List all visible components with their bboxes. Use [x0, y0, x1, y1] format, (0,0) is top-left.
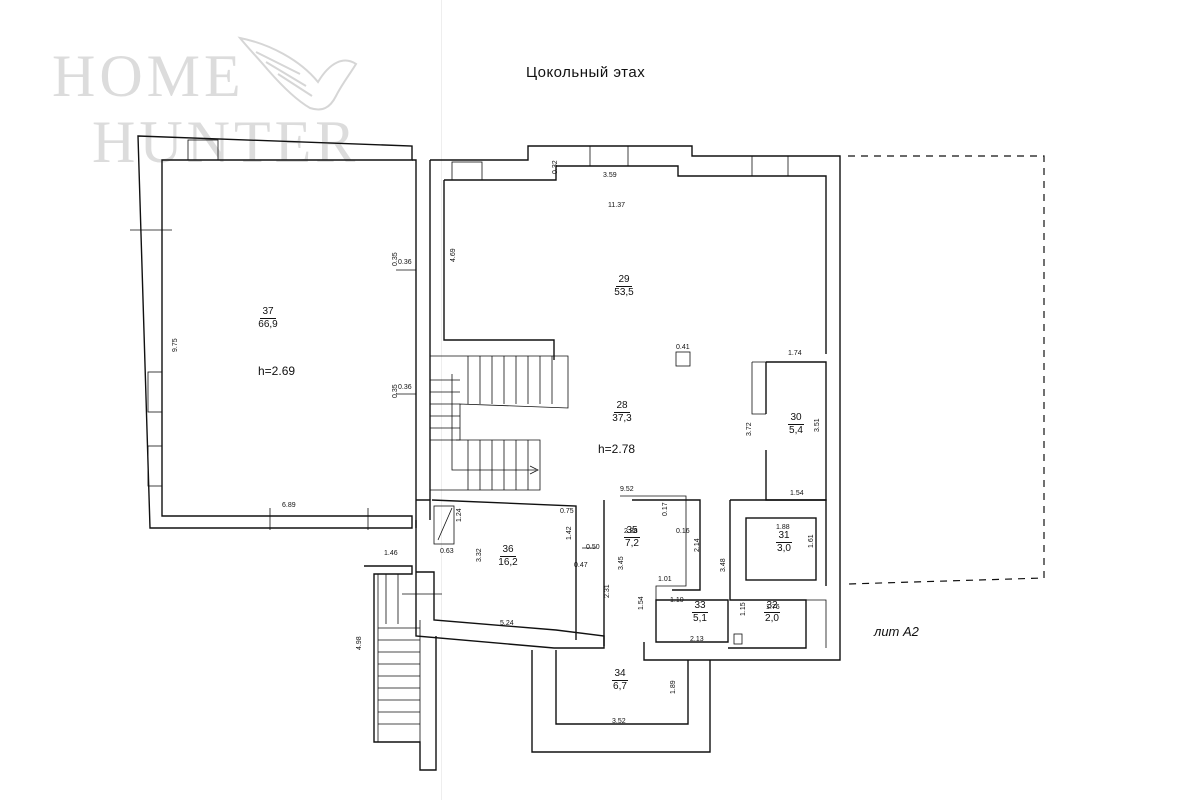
- room-area: 2,0: [765, 613, 779, 624]
- dimension-label: 1.89: [670, 680, 677, 694]
- ceiling-height-label: h=2.69: [258, 364, 296, 378]
- room-area: 66,9: [258, 319, 278, 330]
- exterior-staircase: [364, 565, 437, 771]
- dimension-label: 0.35: [392, 252, 399, 266]
- room-37-walls: [130, 135, 417, 530]
- dimension-label: 0.32: [552, 160, 559, 174]
- room-area: 5,4: [789, 425, 803, 436]
- room-number: 35: [624, 525, 640, 538]
- dimension-label: 1.46: [384, 550, 398, 557]
- dimension-label: 0.16: [676, 528, 690, 535]
- floor-title: Цокольный этах: [526, 64, 646, 81]
- building-letter-label: лит А2: [874, 624, 919, 639]
- dimension-label: 0.17: [662, 502, 669, 516]
- dimension-label: 1.74: [788, 350, 802, 357]
- room-36-walls: [402, 499, 605, 649]
- staircase-upper: [430, 355, 569, 491]
- dimension-label: 0.75: [560, 508, 574, 515]
- dimension-label: 2.14: [694, 538, 701, 552]
- dimension-label: 5.24: [500, 620, 514, 627]
- dimension-label: 2.13: [690, 636, 704, 643]
- room-number: 37: [260, 306, 276, 319]
- dimension-label: 3.45: [618, 556, 625, 570]
- ceiling-height-label: h=2.78: [598, 442, 636, 456]
- room-number: 29: [616, 274, 632, 287]
- dimension-label: 2.31: [604, 584, 611, 598]
- dimension-label: 3.48: [720, 558, 727, 572]
- dimension-label: 3.52: [612, 718, 626, 725]
- small-rooms-walls: [655, 499, 827, 649]
- room-area: 53,5: [614, 287, 634, 298]
- dimension-label: 1.42: [566, 526, 573, 540]
- dimension-label: 0.50: [586, 544, 600, 551]
- dimension-label: 1.54: [638, 596, 645, 610]
- room-number: 32: [764, 600, 780, 613]
- dimension-label: 0.47: [574, 562, 588, 569]
- room-number: 28: [614, 400, 630, 413]
- dimension-label: 0.36: [398, 259, 412, 266]
- room-34-walls: [531, 650, 711, 753]
- adjacent-structure-outline: [847, 155, 1045, 585]
- dimension-label: 1.15: [740, 602, 747, 616]
- room-area: 16,2: [498, 557, 518, 568]
- eagle-logo-icon: [237, 36, 358, 111]
- dimension-label: 3.51: [814, 418, 821, 432]
- dimension-label: 1.01: [658, 576, 672, 583]
- dimension-label: 3.72: [746, 422, 753, 436]
- dimension-label: 2.88: [624, 528, 638, 535]
- room-area: 3,0: [777, 543, 791, 554]
- room-area: 6,7: [613, 681, 627, 692]
- dimension-label: 1.61: [808, 534, 815, 548]
- room-area: 5,1: [693, 613, 707, 624]
- dimension-label: 11.37: [608, 202, 625, 209]
- dimension-label: 0.36: [398, 384, 412, 391]
- room-number: 30: [788, 412, 804, 425]
- dimension-label: 1.24: [456, 508, 463, 522]
- dimension-label: 9.52: [620, 486, 634, 493]
- dimension-label: 6.89: [282, 502, 296, 509]
- room-number: 36: [500, 544, 516, 557]
- dimension-label: 9.75: [172, 338, 179, 352]
- sheet-fold-line: [441, 0, 442, 800]
- dimension-label: 4.69: [450, 248, 457, 262]
- room-area: 37,3: [612, 413, 632, 424]
- room-number: 34: [612, 668, 628, 681]
- dimension-label: 1.54: [790, 490, 804, 497]
- dimension-label: 1.76: [766, 604, 780, 611]
- dimension-label: 0.41: [676, 344, 690, 351]
- room-number: 33: [692, 600, 708, 613]
- dimension-label: 3.32: [476, 548, 483, 562]
- room-number: 31: [776, 530, 792, 543]
- dimension-label: 1.88: [776, 524, 790, 531]
- dimension-label: 0.35: [392, 384, 399, 398]
- dimension-label: 0.63: [440, 548, 454, 555]
- watermark-home: HOME: [52, 43, 245, 109]
- dimension-label: 4.98: [356, 636, 363, 650]
- dimension-label: 1.10: [670, 597, 684, 604]
- room-area: 7,2: [625, 538, 639, 549]
- dimension-label: 3.59: [603, 172, 617, 179]
